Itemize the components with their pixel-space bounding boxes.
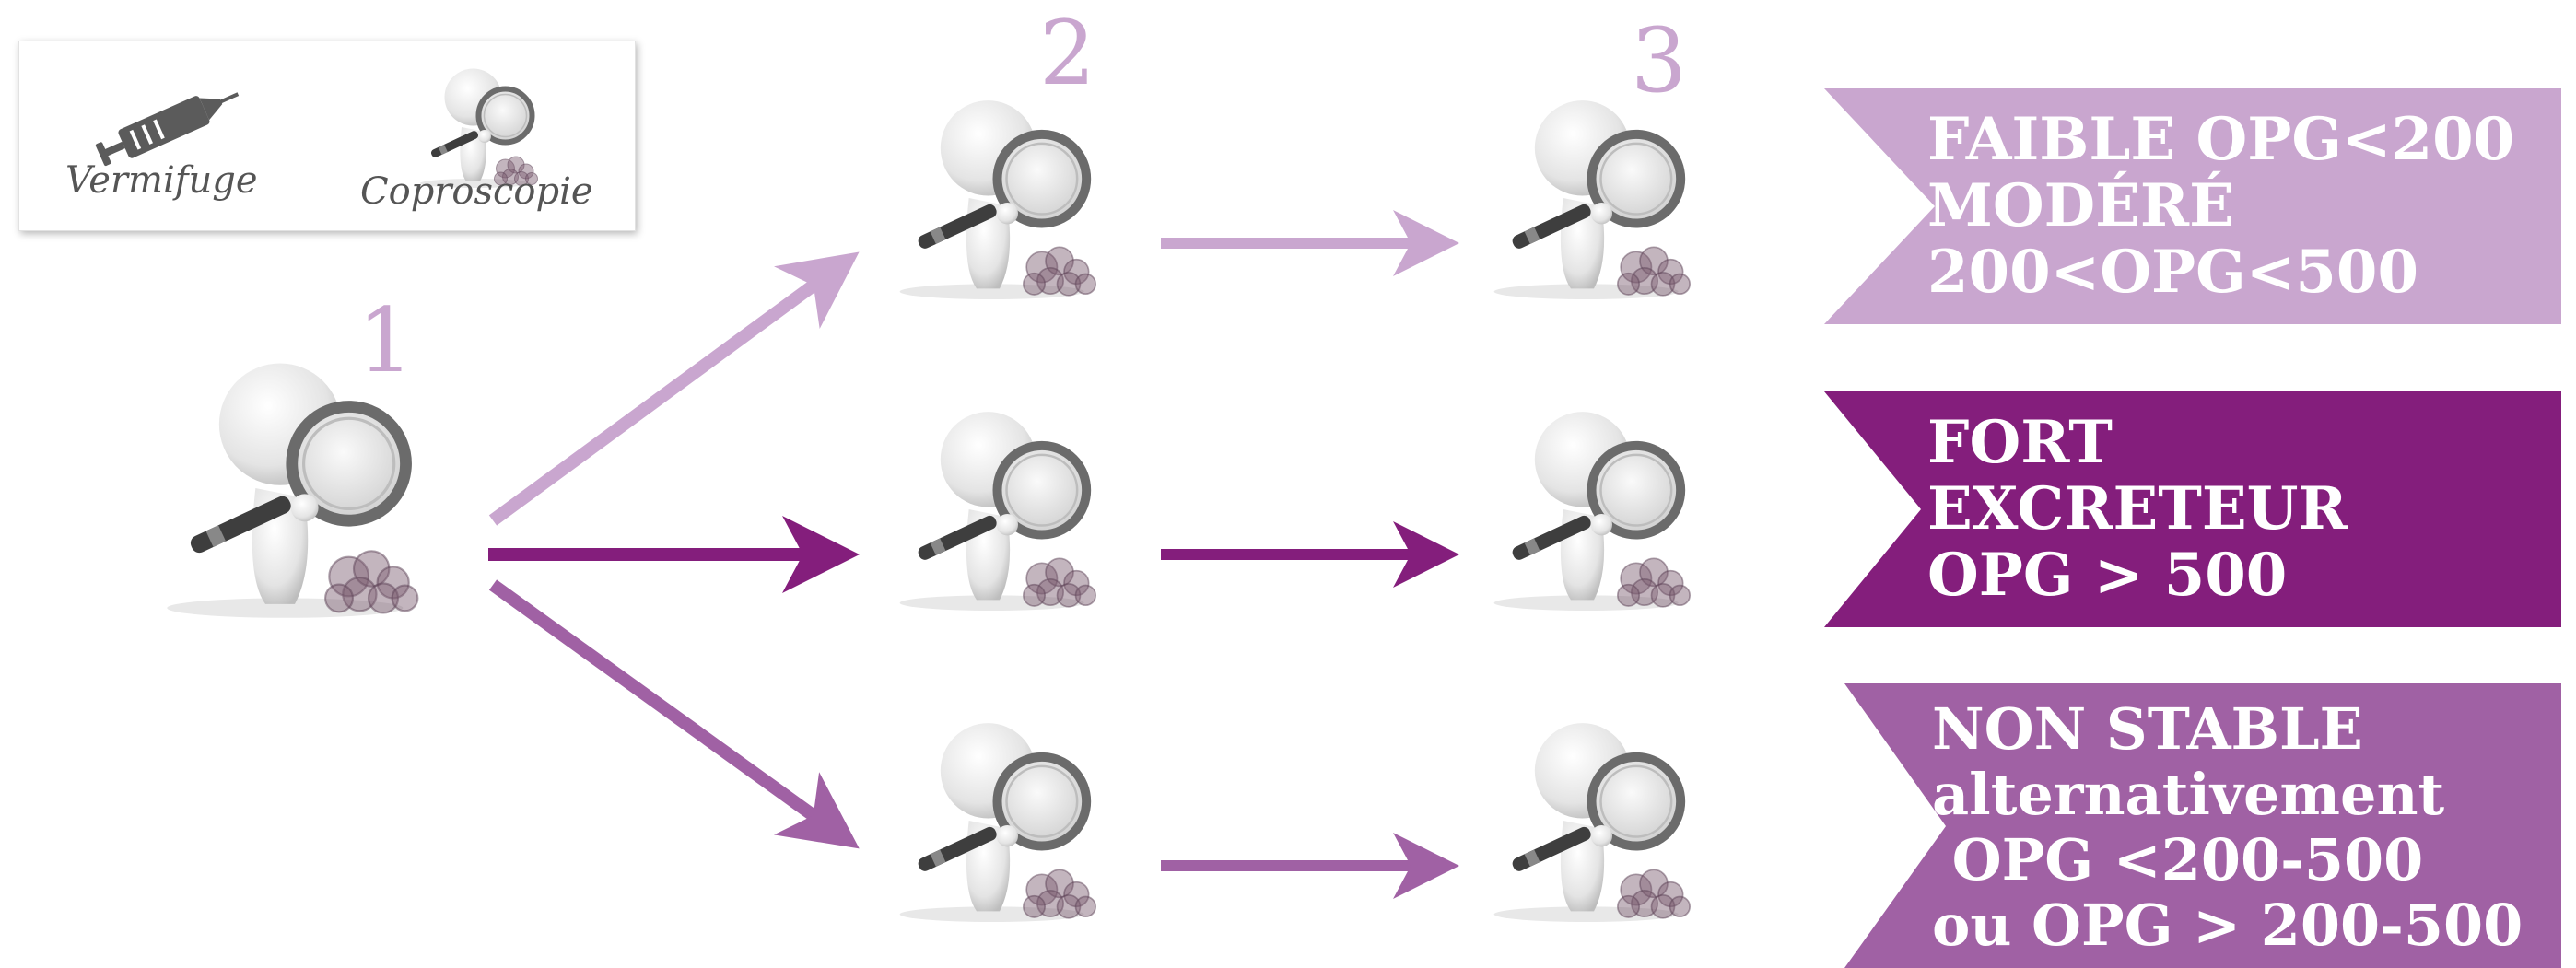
banner-non-stable-line: OPG <200-500 (1932, 826, 2424, 893)
banner-faible: FAIBLE OPG<200 MODÉRÉ 200<OPG<500 (1824, 88, 2561, 324)
figure-step2-top (884, 83, 1115, 317)
banner-fort-line: EXCRETEUR (1927, 474, 2348, 543)
banner-non-stable: NON STABLE alternativement OPG <200-500 … (1844, 683, 2561, 968)
banner-non-stable-shape (1844, 683, 2561, 968)
figure-step3-middle (1479, 394, 1709, 628)
banner-faible-shape (1824, 88, 2561, 324)
magnifier-figure-icon (411, 58, 549, 200)
step-number-1: 1 (357, 289, 415, 392)
figure-step1 (147, 341, 442, 639)
figure-step2-middle (884, 394, 1115, 628)
banner-fort-text: FORT EXCRETEUR OPG > 500 (1927, 410, 2348, 609)
banner-non-stable-text: NON STABLE alternativement OPG <200-500 … (1932, 696, 2523, 958)
banner-fort-line: OPG > 500 (1927, 541, 2288, 610)
step-number-3: 3 (1631, 9, 1688, 112)
arrow-1-to-top (488, 251, 860, 526)
banner-faible-text: FAIBLE OPG<200 MODÉRÉ 200<OPG<500 (1927, 107, 2514, 306)
banner-fort-line: FORT (1927, 408, 2113, 477)
arrow-1-to-bottom (488, 579, 860, 849)
banner-non-stable-line: NON STABLE (1932, 695, 2363, 763)
step-number-2: 2 (1039, 2, 1096, 105)
figure-step2-bottom (884, 706, 1115, 939)
banner-fort: FORT EXCRETEUR OPG > 500 (1824, 391, 2561, 627)
banner-non-stable-line: ou OPG > 200-500 (1932, 892, 2523, 959)
banner-fort-shape (1824, 391, 2561, 627)
figure-step3-bottom (1479, 706, 1709, 939)
legend-box: Vermifuge Coproscopie (18, 41, 636, 231)
banner-faible-line: FAIBLE OPG<200 (1927, 105, 2515, 174)
banner-non-stable-line: alternativement (1932, 761, 2445, 828)
banner-faible-line: 200<OPG<500 (1927, 238, 2418, 307)
legend-coproscopie-label: Coproscopie (360, 170, 593, 213)
legend-vermifuge-label: Vermifuge (65, 159, 258, 202)
banner-faible-line: MODÉRÉ (1927, 171, 2234, 240)
figure-step3-top (1479, 83, 1709, 317)
syringe-icon (84, 69, 250, 174)
